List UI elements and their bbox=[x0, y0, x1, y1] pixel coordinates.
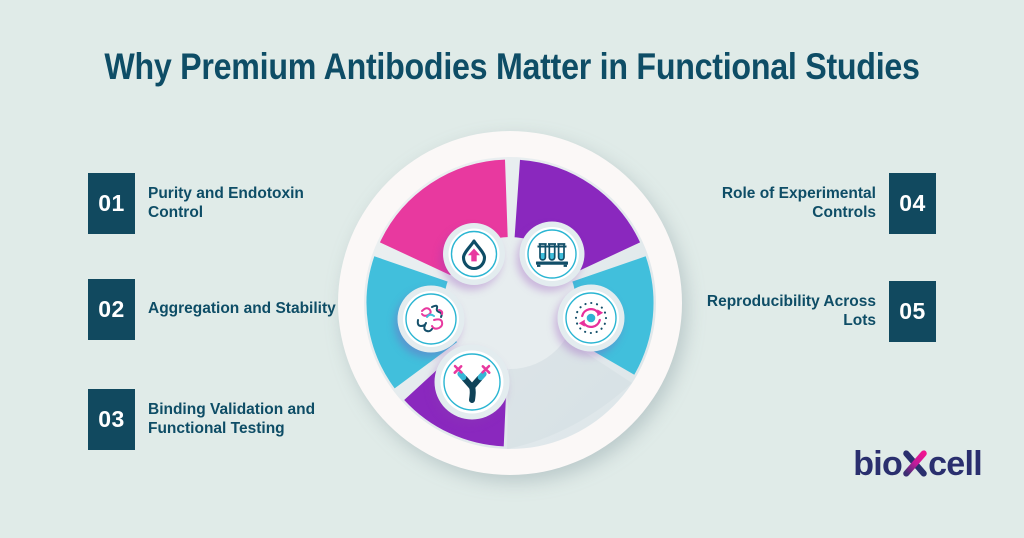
item-number-badge: 02 bbox=[88, 279, 135, 340]
protein-aggregate-icon bbox=[416, 304, 444, 333]
test-tubes-icon bbox=[536, 243, 568, 267]
list-item-03: 03 Binding Validation and Functional Tes… bbox=[88, 389, 315, 450]
list-item-02: 02 Aggregation and Stability bbox=[88, 279, 336, 340]
item-label: Role of Experimental Controls bbox=[721, 184, 876, 221]
badge-droplet bbox=[443, 223, 505, 285]
item-label: Aggregation and Stability bbox=[148, 300, 336, 318]
list-item-04: Role of Experimental Controls 04 bbox=[676, 173, 936, 234]
page-title: Why Premium Antibodies Matter in Functio… bbox=[104, 46, 920, 87]
list-item-05: Reproducibility Across Lots 05 bbox=[676, 281, 936, 342]
segment-wheel bbox=[338, 131, 682, 475]
item-label: Binding Validation and Functional Testin… bbox=[148, 400, 316, 437]
wheel-segment-pink-top-left bbox=[379, 159, 510, 280]
badge-antibody bbox=[434, 344, 510, 420]
item-number-badge: 04 bbox=[889, 173, 936, 234]
logo-x-icon bbox=[903, 450, 927, 477]
cycle-arrows-icon bbox=[574, 301, 608, 335]
wheel-segment-purple-top-right bbox=[512, 159, 641, 280]
item-number-badge: 05 bbox=[889, 281, 936, 342]
antibody-icon bbox=[453, 364, 491, 403]
bioxcell-logo: bio cell bbox=[853, 441, 983, 483]
logo-text-cell: cell bbox=[928, 444, 983, 483]
badge-test-tubes bbox=[519, 221, 585, 287]
item-number-badge: 03 bbox=[88, 389, 135, 450]
list-item-01: 01 Purity and Endotoxin Control bbox=[88, 173, 304, 234]
item-number-badge: 01 bbox=[88, 173, 135, 234]
badge-cycle bbox=[557, 284, 625, 352]
droplet-icon bbox=[461, 239, 487, 270]
item-label: Reproducibility Across Lots bbox=[706, 292, 876, 329]
logo-text-bio: bio bbox=[853, 444, 903, 483]
item-label: Purity and Endotoxin Control bbox=[148, 184, 304, 221]
badge-protein-aggregate bbox=[397, 285, 465, 353]
